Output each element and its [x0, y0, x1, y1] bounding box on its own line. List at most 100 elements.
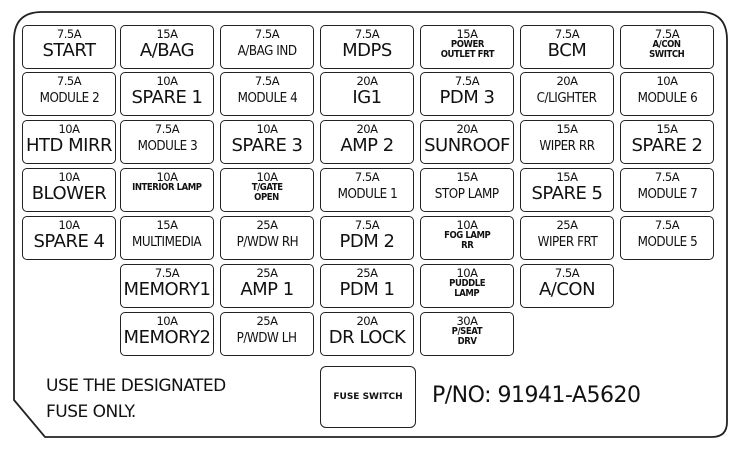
fuse-rating: 25A — [256, 266, 278, 280]
fuse-slot[interactable]: 10A MODULE 6 — [620, 72, 714, 116]
fuse-name: PDM 2 — [339, 231, 395, 252]
fuse-rating: 20A — [456, 122, 478, 136]
fuse-rating: 15A — [456, 170, 478, 184]
fuse-slot[interactable]: 15A MULTIMEDIA — [120, 216, 214, 260]
fuse-name: START — [42, 40, 96, 61]
fuse-rating: 10A — [58, 170, 80, 184]
fuse-rating: 15A — [156, 27, 178, 41]
fuse-rating: 7.5A — [254, 27, 280, 41]
fuse-rating: 10A — [156, 74, 178, 88]
fuse-name: MEMORY2 — [123, 327, 211, 348]
fuse-rating: 7.5A — [654, 27, 680, 41]
fuse-name: MODULE 2 — [39, 91, 99, 106]
fuse-rating: 10A — [156, 314, 178, 328]
fuse-name: MULTIMEDIA — [132, 235, 202, 250]
fuse-rating: 30A — [456, 314, 478, 328]
fuse-name: SPARE 3 — [231, 135, 304, 156]
fuse-rating: 25A — [556, 218, 578, 232]
fuse-rating: 7.5A — [454, 74, 480, 88]
fuse-name: INTERIOR LAMP — [132, 182, 202, 193]
fuse-name: PDM 3 — [439, 87, 495, 108]
fuse-rating: 20A — [356, 74, 378, 88]
fuse-rating: 7.5A — [554, 27, 580, 41]
fuse-name: SPARE 4 — [33, 231, 106, 252]
fuse-rating: 7.5A — [354, 170, 380, 184]
fuse-rating: 10A — [656, 74, 678, 88]
fuse-rating: 7.5A — [254, 74, 280, 88]
part-number: P/NO: 91941-A5620 — [432, 383, 641, 408]
fuse-name: LAMP — [454, 288, 480, 299]
fuse-name: SWITCH — [649, 49, 685, 60]
fuse-slot[interactable]: 7.5A MODULE 5 — [620, 216, 714, 260]
fuse-name: OUTLET FRT — [440, 49, 494, 60]
fuse-name: BLOWER — [31, 183, 107, 204]
fuse-rating: 20A — [356, 122, 378, 136]
fuse-rating: 15A — [556, 170, 578, 184]
fuse-switch[interactable]: FUSE SWITCH — [320, 366, 416, 428]
fuse-name: P/SEAT — [451, 326, 483, 337]
fuse-name: A/BAG — [139, 40, 195, 61]
fuse-rating: 7.5A — [154, 122, 180, 136]
fuse-name: MODULE 6 — [637, 91, 697, 106]
fuse-rating: 15A — [656, 122, 678, 136]
fuse-rating: 7.5A — [354, 218, 380, 232]
fuse-rating: 10A — [256, 122, 278, 136]
fuse-rating: 7.5A — [654, 218, 680, 232]
fuse-name: SPARE 2 — [631, 135, 704, 156]
fuse-name: AMP 1 — [240, 279, 294, 300]
fuse-slot[interactable]: 7.5A A/BAG IND — [220, 25, 314, 69]
fuse-rating: 25A — [356, 266, 378, 280]
fuse-name: A/BAG IND — [237, 44, 297, 59]
fuse-name: IG1 — [352, 87, 382, 108]
fuse-rating: 15A — [156, 218, 178, 232]
fuse-name: RR — [460, 240, 474, 251]
fuse-name: MEMORY1 — [123, 279, 211, 300]
fuse-name: DRV — [457, 336, 477, 347]
fuse-name: MDPS — [342, 40, 392, 61]
fuse-rating: 7.5A — [154, 266, 180, 280]
fuse-name: PDM 1 — [339, 279, 395, 300]
notice-line-1: USE THE DESIGNATED — [46, 376, 226, 396]
fuse-name: MODULE 5 — [637, 235, 697, 250]
